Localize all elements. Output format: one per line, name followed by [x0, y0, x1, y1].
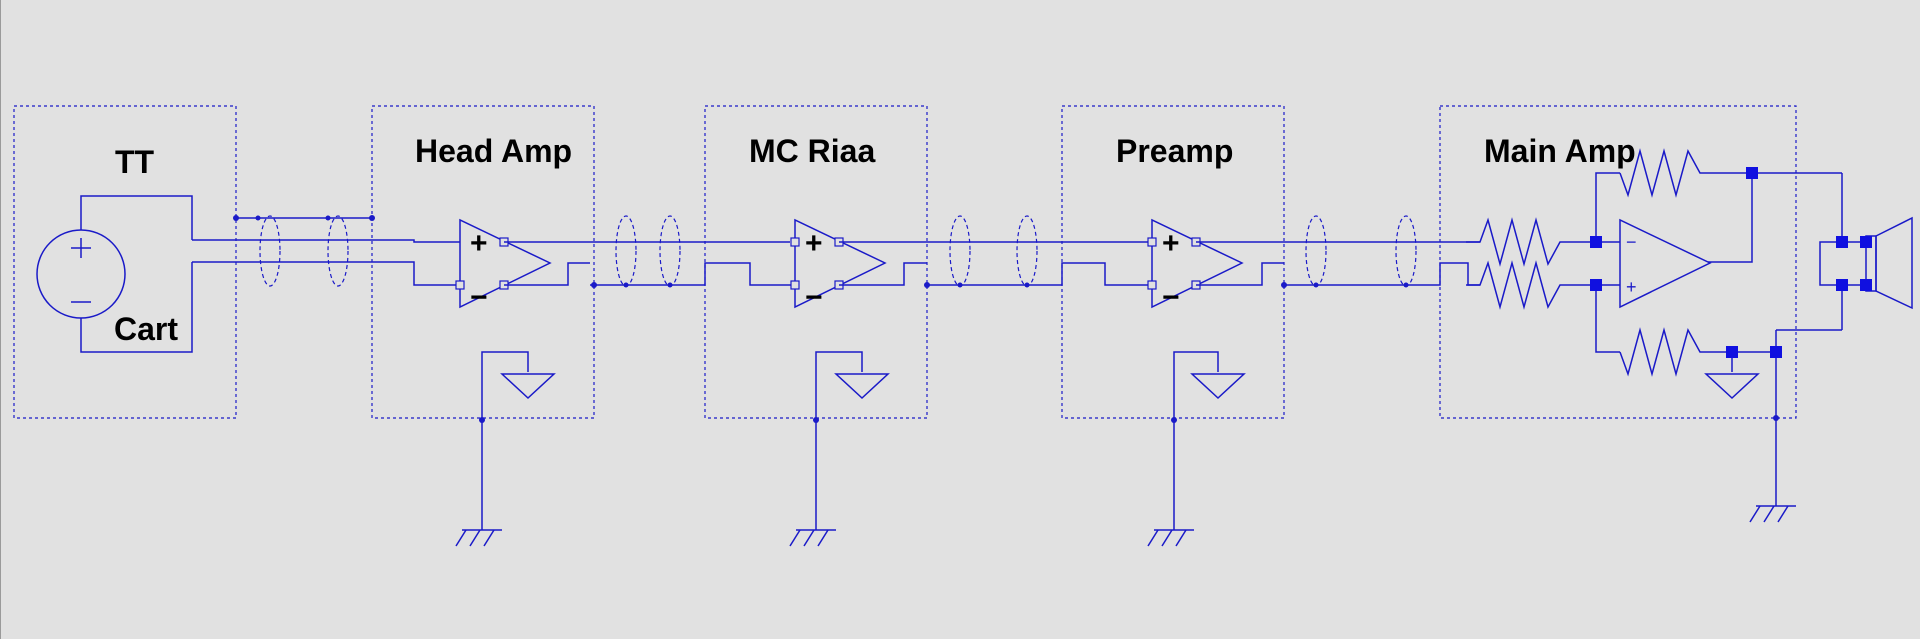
mc-riaa-opamp[interactable]: + − [790, 218, 887, 314]
ground-icon [500, 373, 556, 400]
mc-riaa-link-cold [927, 262, 1152, 286]
opamp-minus-sign: − [805, 281, 823, 314]
head-amp-label: Head Amp [415, 133, 572, 169]
cable-shield-icon [1016, 215, 1038, 287]
cable-shield-icon [949, 215, 971, 287]
speaker-icon[interactable] [1865, 216, 1913, 310]
ground-icon [1704, 373, 1760, 400]
feedback-resistor-top[interactable] [1619, 148, 1752, 198]
head-amp-link-cold [590, 262, 795, 286]
main-amp-block-box[interactable] [1439, 105, 1797, 419]
junction-marker [1590, 279, 1602, 291]
preamp-label: Preamp [1116, 133, 1233, 169]
feedback-wire-left [1595, 172, 1620, 240]
cart-label: Cart [114, 311, 178, 347]
earth-ground-icon [455, 529, 502, 547]
main-amp-label: Main Amp [1484, 133, 1636, 169]
tt-signal-cold [192, 261, 460, 286]
junction-marker [1590, 236, 1602, 248]
head-amp-ground-wire [481, 351, 529, 422]
junction-marker [1726, 346, 1738, 358]
opamp-minus-sign: − [470, 281, 488, 314]
tt-signal-hot [192, 239, 460, 243]
junction-marker [1836, 236, 1848, 248]
preamp-link-cold [1284, 262, 1480, 286]
preamp-ground-wire [1173, 351, 1219, 422]
earth-ground-icon [1749, 505, 1796, 523]
feedback-wire-right [1708, 173, 1753, 263]
main-amp-opamp[interactable]: − + [1619, 218, 1712, 309]
mc-riaa-out-cold [839, 262, 927, 286]
opamp-plus-sign: + [470, 227, 488, 260]
opamp-plus-sign: + [1162, 227, 1180, 260]
opamp-minus-sign: − [1626, 232, 1637, 252]
junction-marker [1860, 236, 1872, 248]
ground-icon [1190, 373, 1246, 400]
opamp-plus-sign: + [805, 227, 823, 260]
ground-icon [834, 373, 890, 400]
input-resistor-bottom[interactable] [1466, 260, 1596, 310]
input-resistor-top[interactable] [1466, 217, 1596, 267]
shunt-wire-left [1595, 285, 1620, 353]
preamp-out-cold [1196, 262, 1284, 286]
earth-ground-icon [789, 529, 836, 547]
tt-label: TT [115, 144, 155, 180]
cable-shield-icon [659, 215, 681, 287]
mc-riaa-ground-wire [815, 351, 863, 422]
cable-shield-icon [1305, 215, 1327, 287]
opamp-plus-sign: + [1626, 277, 1637, 297]
cable-shield-icon [1395, 215, 1417, 287]
mc-riaa-label: MC Riaa [749, 133, 875, 169]
shunt-resistor-bottom[interactable] [1619, 327, 1776, 377]
speaker-wire [1819, 241, 1842, 286]
cartridge-voltage-source[interactable] [36, 229, 126, 319]
preamp-opamp[interactable]: + − [1147, 218, 1244, 314]
junction-marker [1746, 167, 1758, 179]
cable-shield-icon [259, 215, 281, 287]
earth-ground-icon [1147, 529, 1194, 547]
opamp-icon [1619, 218, 1712, 309]
junction-marker [1770, 346, 1782, 358]
cable-shield-icon [327, 215, 349, 287]
head-amp-opamp[interactable]: + − [455, 218, 552, 314]
head-amp-out-cold [504, 262, 590, 286]
junction-marker [1836, 279, 1848, 291]
junction-marker [1860, 279, 1872, 291]
source-bottom-wire [80, 262, 193, 353]
source-top-wire [80, 195, 193, 240]
cable-shield-icon [615, 215, 637, 287]
opamp-minus-sign: − [1162, 281, 1180, 314]
